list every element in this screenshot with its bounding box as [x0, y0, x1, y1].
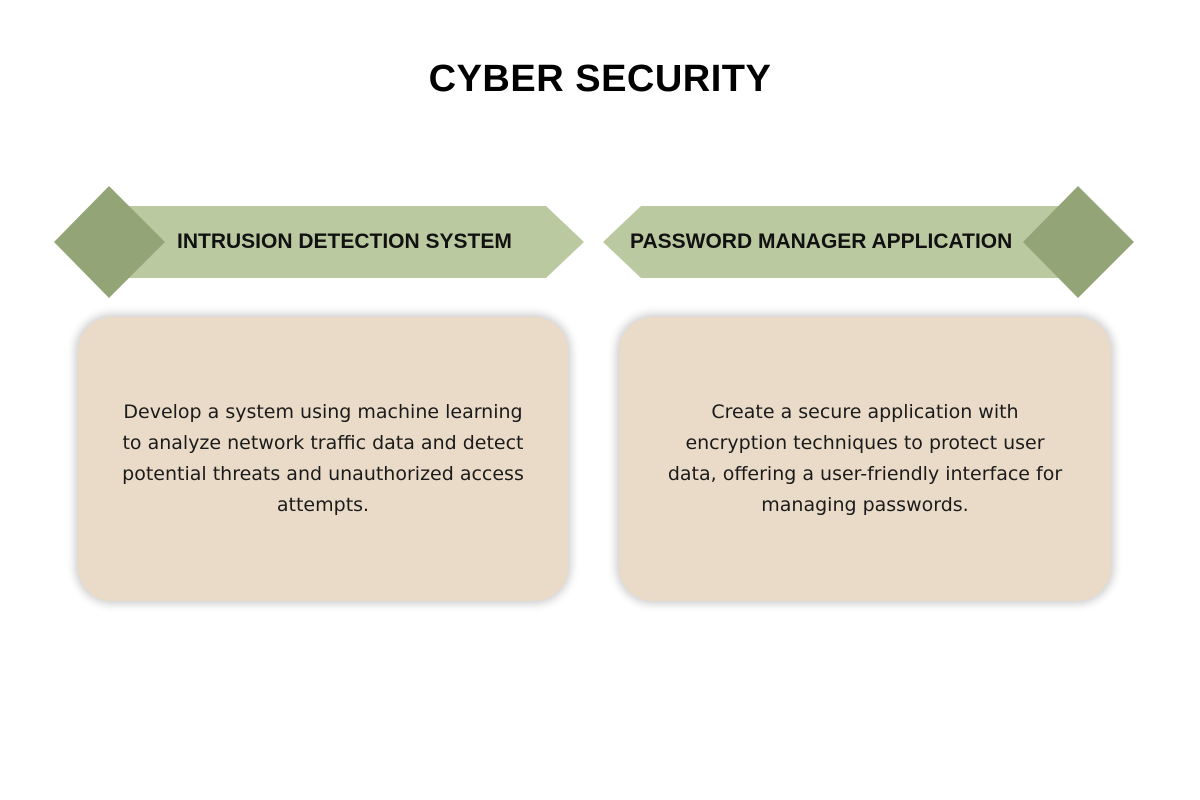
page-title: CYBER SECURITY — [428, 58, 772, 100]
diamond-marker — [54, 186, 165, 298]
description-card-intrusion-detection: Develop a system using machine learning … — [78, 317, 568, 601]
diamond-marker — [1023, 186, 1134, 298]
banner-shape — [603, 186, 1134, 298]
section-banner-password-manager: PASSWORD MANAGER APPLICATION — [603, 186, 1183, 298]
card-description: Create a secure application with encrypt… — [667, 401, 1063, 516]
banner-shape — [54, 186, 584, 298]
section-heading: PASSWORD MANAGER APPLICATION — [630, 230, 1013, 253]
banner-arrow — [109, 206, 584, 278]
section-banner-intrusion-detection: INTRUSION DETECTION SYSTEM — [54, 186, 634, 298]
description-card-password-manager: Create a secure application with encrypt… — [619, 317, 1111, 601]
banner-arrow — [603, 206, 1078, 278]
section-heading: INTRUSION DETECTION SYSTEM — [177, 230, 512, 253]
card-description: Develop a system using machine learning … — [122, 401, 524, 516]
